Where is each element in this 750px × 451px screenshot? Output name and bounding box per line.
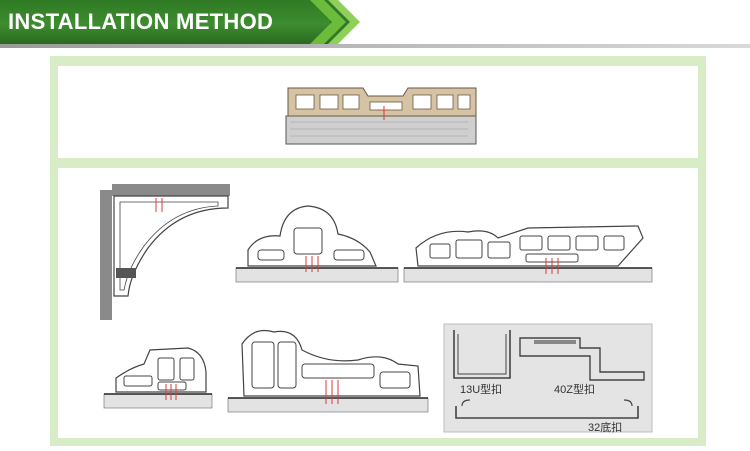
installation-panel: 13U型扣 40Z型扣 32底扣 xyxy=(50,56,706,446)
skirting-profile-3 xyxy=(103,347,213,409)
crown-molding-diagram xyxy=(100,184,230,320)
header-divider xyxy=(0,44,750,48)
section-title: INSTALLATION METHOD xyxy=(8,9,274,34)
clip-types-diagram xyxy=(443,323,653,433)
wall-panel-profile-diagram xyxy=(285,87,477,145)
section-header-bar: INSTALLATION METHOD xyxy=(0,0,352,44)
skirting-profile-2 xyxy=(403,225,653,283)
profile-diagrams xyxy=(100,184,653,433)
clip-40z-label: 40Z型扣 xyxy=(554,384,595,396)
clip-32-label: 32底扣 xyxy=(588,422,623,434)
bottom-diagram-box: 13U型扣 40Z型扣 32底扣 xyxy=(58,168,698,438)
skirting-profile-4 xyxy=(227,329,429,413)
chevron-double-right-icon xyxy=(310,0,360,44)
top-diagram-box xyxy=(58,66,698,158)
skirting-profile-1 xyxy=(235,205,399,283)
clip-13u-label: 13U型扣 xyxy=(460,384,503,396)
